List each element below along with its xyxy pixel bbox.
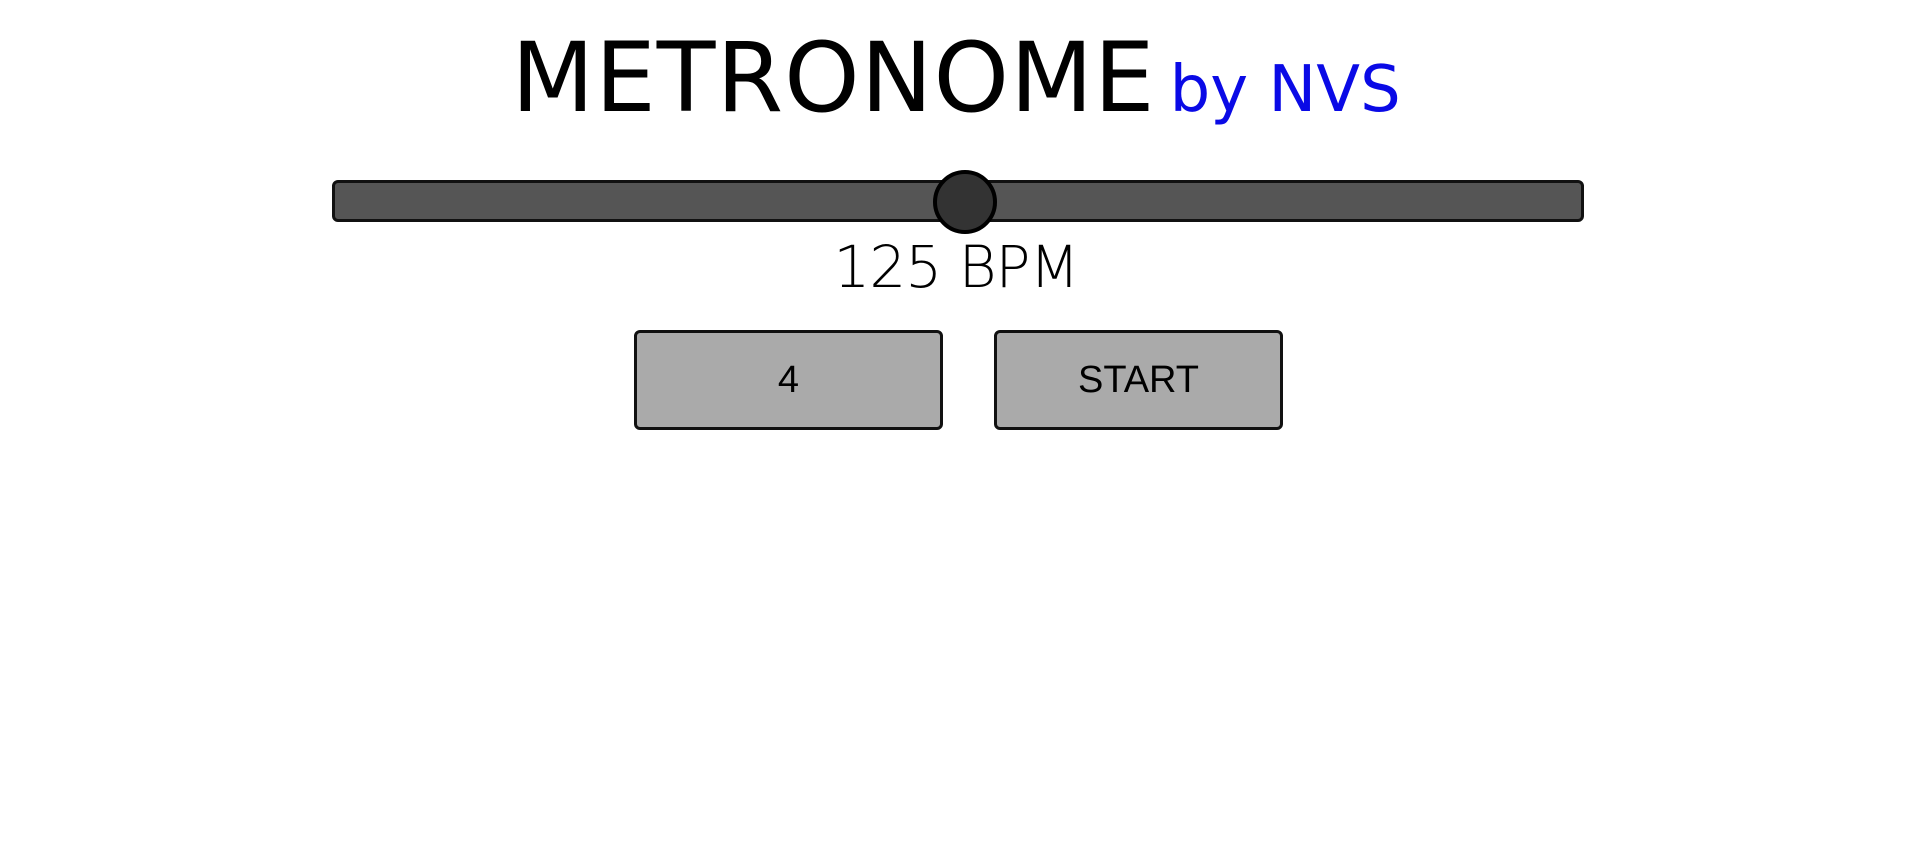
beats-per-measure-button[interactable]: 4 [634, 330, 943, 430]
bpm-unit: BPM [958, 233, 1080, 301]
bpm-display: 125 BPM [0, 233, 1912, 301]
tempo-slider[interactable] [332, 170, 1584, 234]
tempo-slider-thumb[interactable] [933, 170, 998, 234]
bpm-value: 125 [833, 233, 942, 301]
app-byline: by NVS [1169, 53, 1401, 127]
app-title: METRONOME [511, 22, 1156, 134]
start-button[interactable]: START [994, 330, 1283, 430]
